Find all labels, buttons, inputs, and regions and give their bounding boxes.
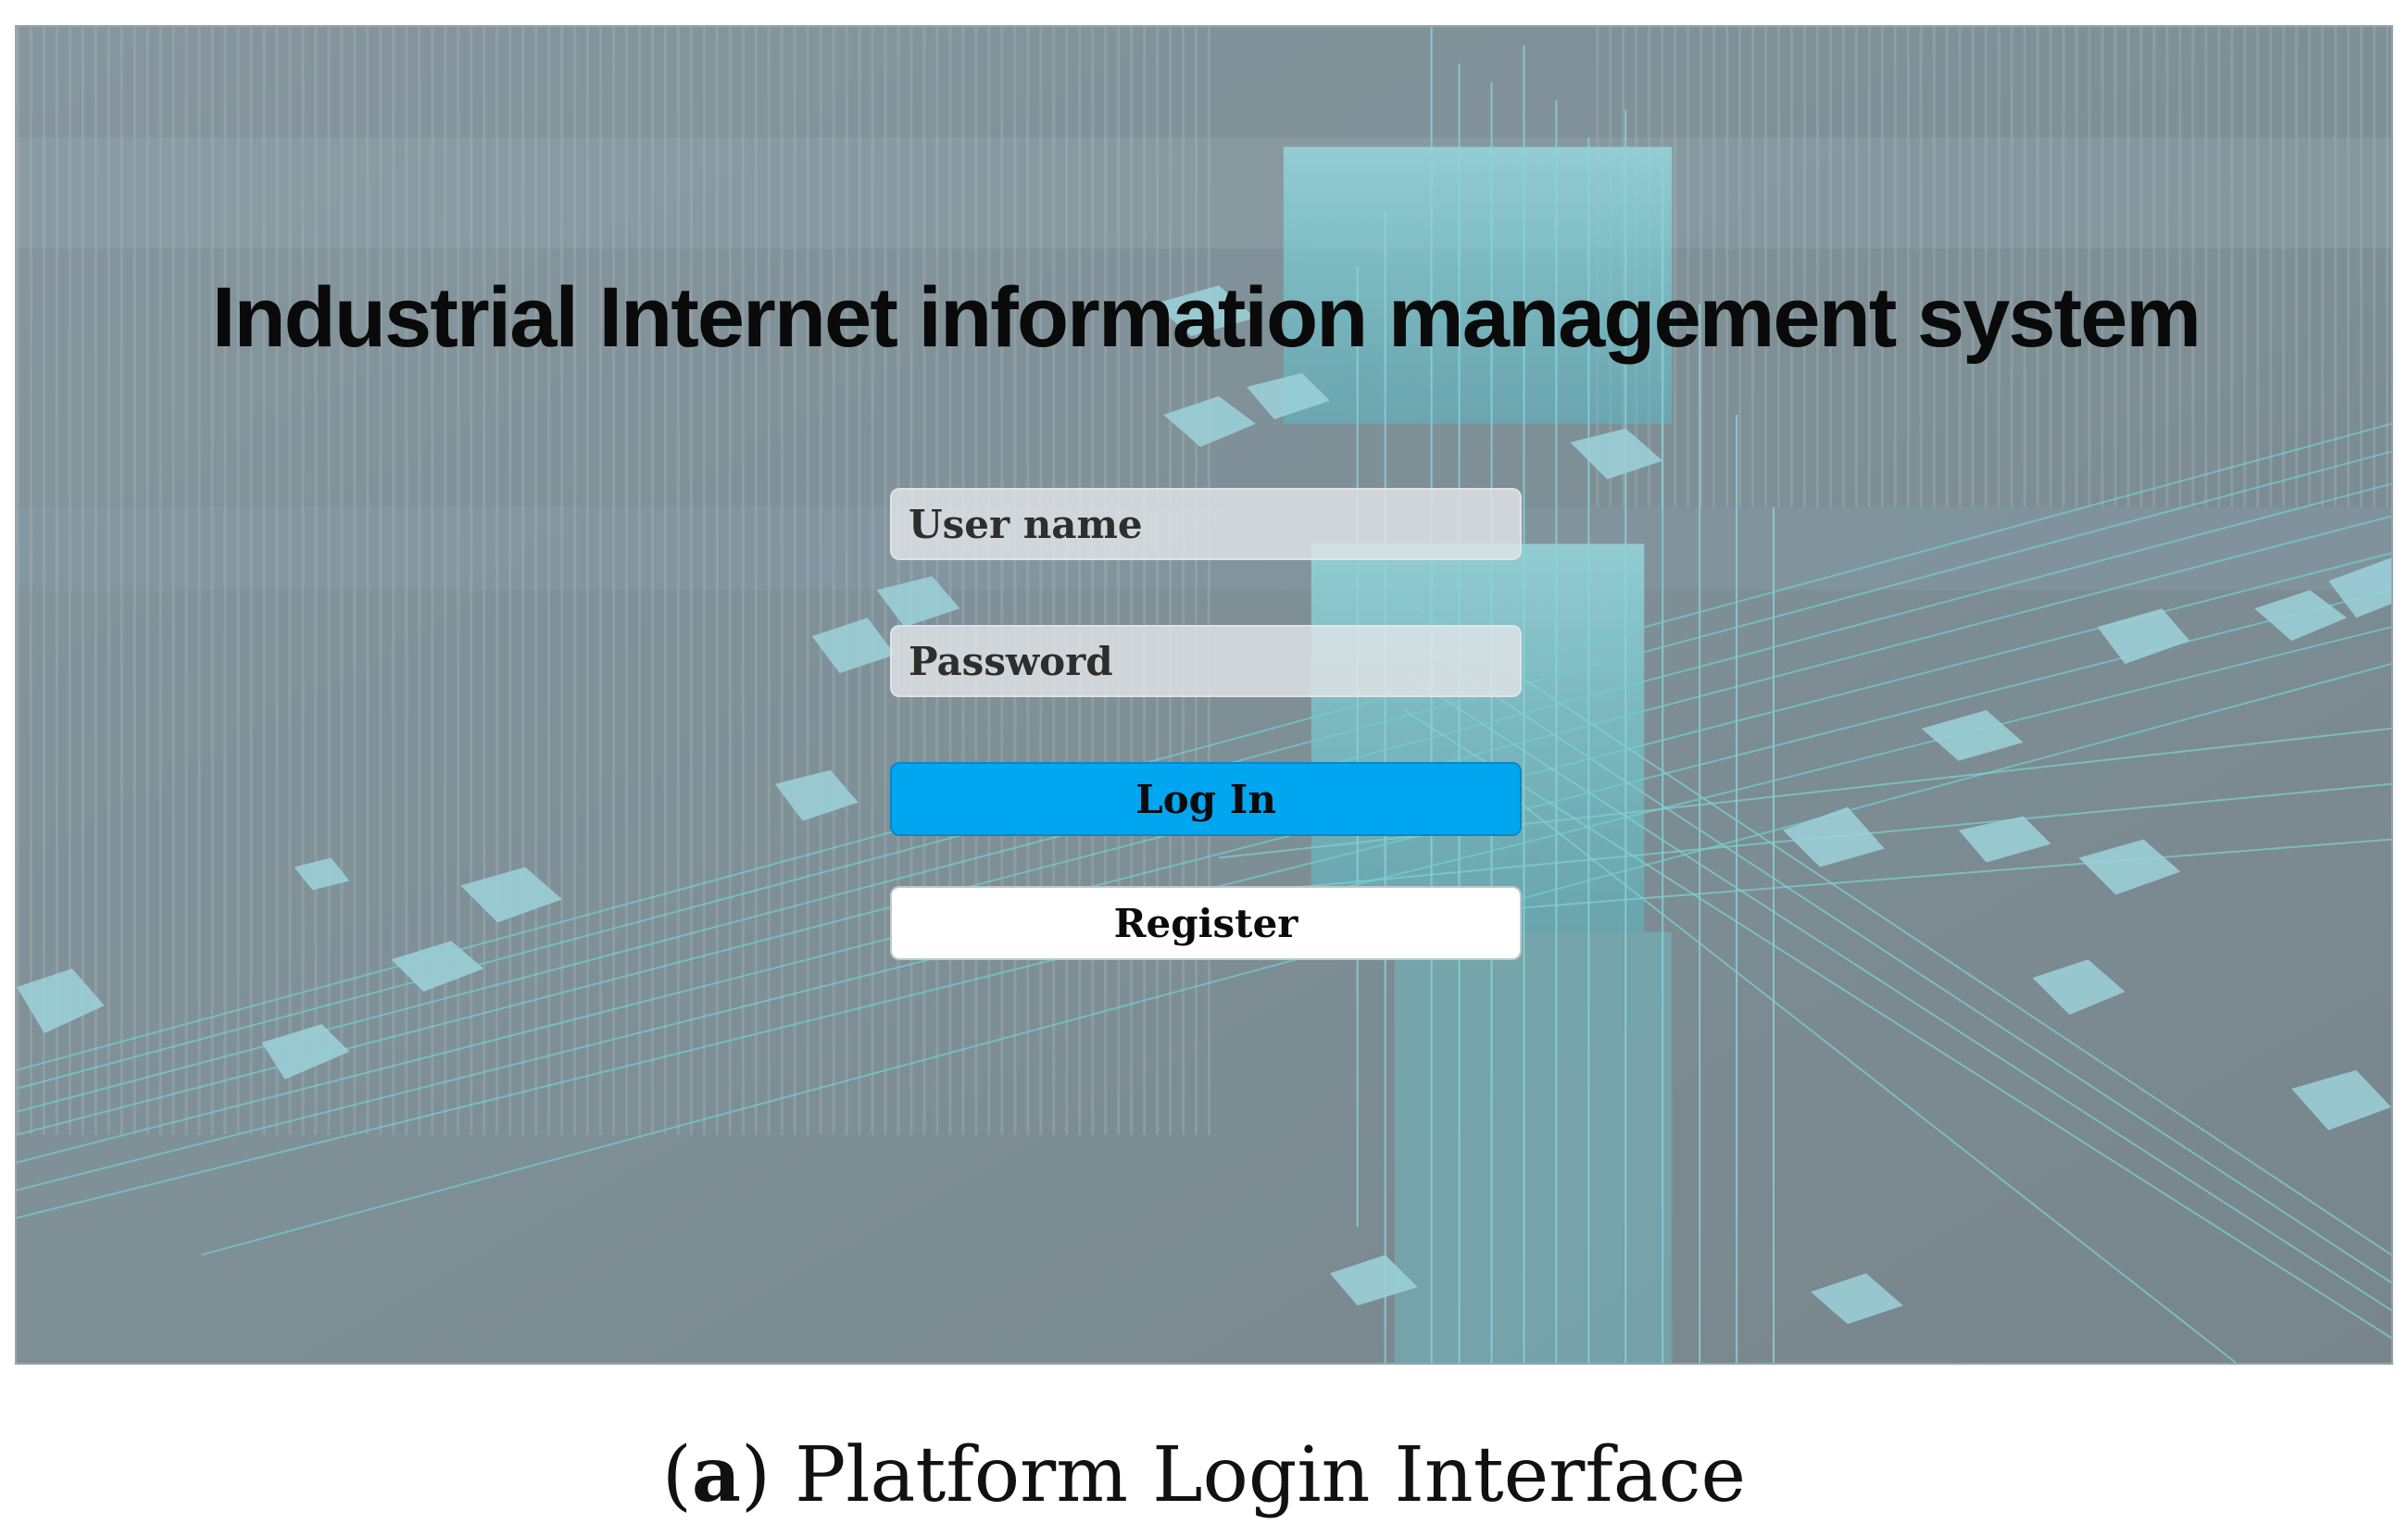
register-button-label: Register (1113, 900, 1298, 946)
caption-open: ( (661, 1431, 692, 1519)
login-screen: Industrial Internet information manageme… (15, 25, 2393, 1365)
login-button[interactable]: Log In (890, 762, 1522, 836)
figure-caption: (a) Platform Login Interface (0, 1430, 2408, 1519)
username-input[interactable] (890, 488, 1522, 560)
register-button[interactable]: Register (890, 886, 1522, 960)
caption-text: ) Platform Login Interface (741, 1431, 1747, 1519)
password-input[interactable] (890, 625, 1522, 697)
login-button-label: Log In (1135, 776, 1276, 822)
page-title: Industrial Internet information manageme… (211, 270, 2201, 365)
caption-letter: a (691, 1430, 742, 1519)
